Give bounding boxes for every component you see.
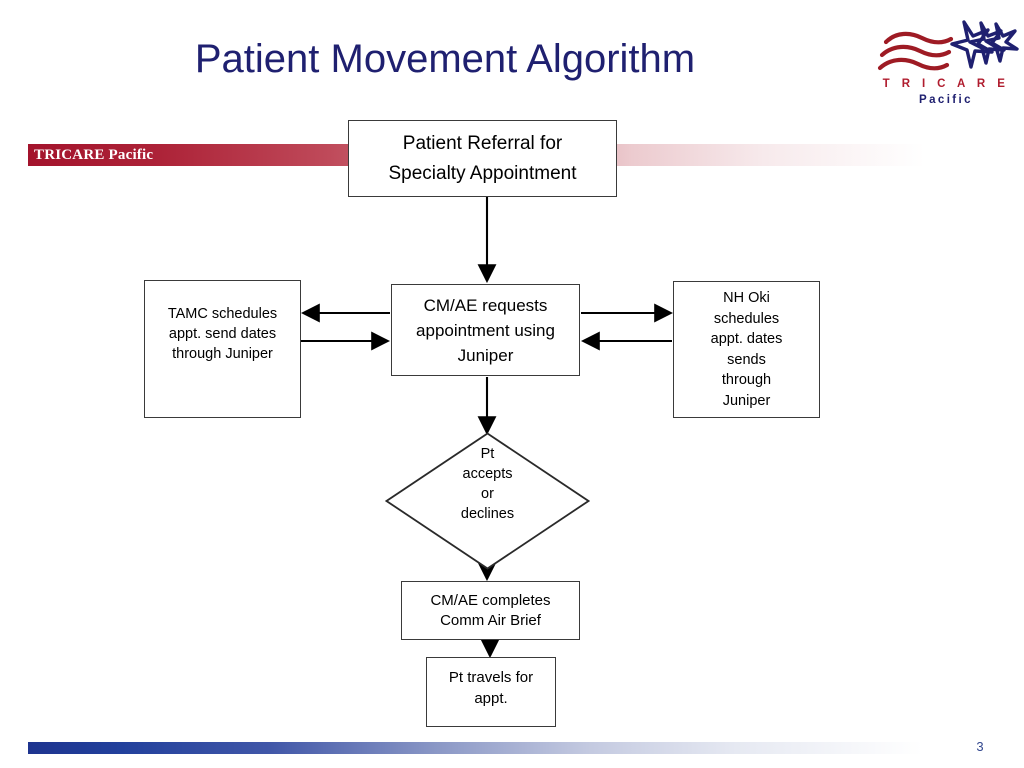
flow-node-text: TAMC schedulesappt. send datesthrough Ju… bbox=[145, 304, 300, 417]
flow-node-patient-referral[interactable]: Patient Referral forSpecialty Appointmen… bbox=[348, 120, 617, 197]
flow-node-text: CM/AE completesComm Air Brief bbox=[402, 591, 579, 631]
flow-node-pt-travels-for-appt[interactable]: Pt travels forappt. bbox=[426, 657, 556, 727]
flow-node-text: Patient Referral forSpecialty Appointmen… bbox=[349, 129, 616, 189]
flow-node-text: Pt travels forappt. bbox=[427, 667, 555, 726]
page-title: Patient Movement Algorithm bbox=[40, 36, 850, 82]
tricare-logo-mark bbox=[872, 14, 1020, 80]
flow-node-cmae-completes-comm-air-brief[interactable]: CM/AE completesComm Air Brief bbox=[401, 581, 580, 640]
flow-node-text: NH Okischedulesappt. datessendsthroughJu… bbox=[674, 288, 819, 417]
footer-gradient-bar bbox=[28, 742, 960, 754]
logo-subtitle: Pacific bbox=[872, 94, 1020, 106]
flow-node-decision-accepts-or-declines[interactable]: Ptacceptsordeclines bbox=[385, 432, 590, 570]
section-banner-label: TRICARE Pacific bbox=[34, 145, 153, 165]
page-number: 3 bbox=[966, 739, 994, 754]
flow-node-tamc-schedules[interactable]: TAMC schedulesappt. send datesthrough Ju… bbox=[144, 280, 301, 418]
logo-wordmark: T R I C A R E bbox=[872, 78, 1020, 90]
tricare-pacific-logo: T R I C A R E Pacific bbox=[872, 14, 1020, 110]
flow-node-text: Ptacceptsordeclines bbox=[385, 444, 590, 524]
flow-node-cmae-requests[interactable]: CM/AE requestsappointment usingJuniper bbox=[391, 284, 580, 376]
flow-node-text: CM/AE requestsappointment usingJuniper bbox=[392, 293, 579, 368]
flow-node-nh-oki-schedules[interactable]: NH Okischedulesappt. datessendsthroughJu… bbox=[673, 281, 820, 418]
